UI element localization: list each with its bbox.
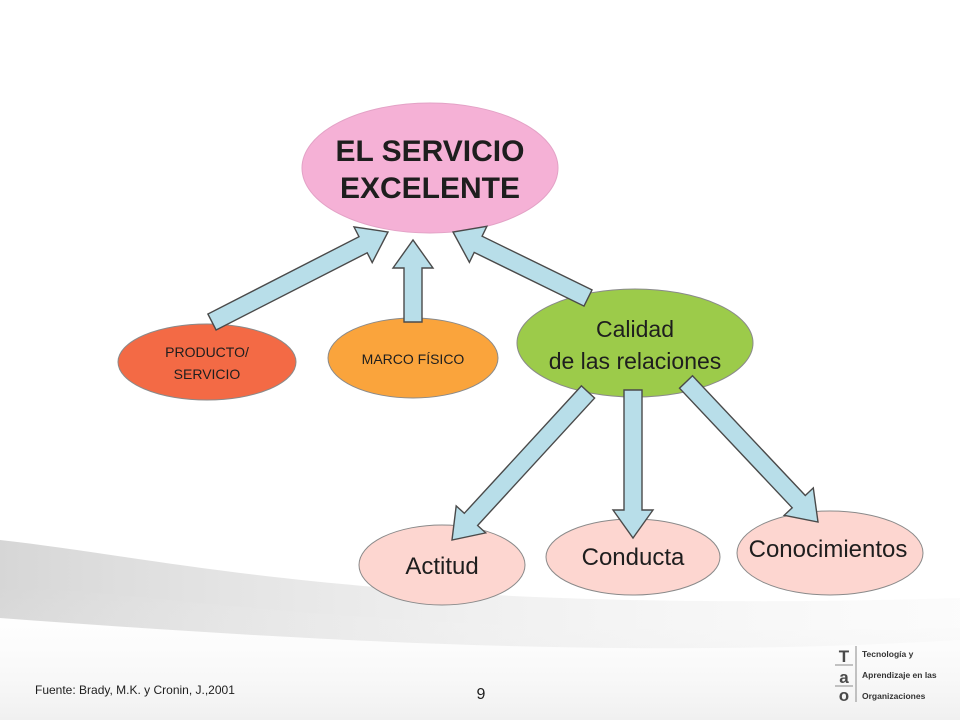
component-node-shape: [358, 524, 526, 606]
background-swoosh: [0, 540, 960, 720]
logo-letter-t: T: [839, 647, 850, 666]
center-node-line-2: EXCELENTE: [340, 172, 520, 205]
component-node-shape: [736, 510, 924, 596]
component-node-conducta: Conducta: [545, 518, 721, 596]
arrow-calidad-to-actitud: [451, 384, 596, 541]
source-citation: Fuente: Brady, M.K. y Cronin, J.,2001: [35, 683, 235, 697]
factor-node-line-1: PRODUCTO/: [165, 344, 249, 360]
factor-node-line-1: Calidad: [596, 316, 674, 342]
factor-node-shape: [117, 323, 297, 401]
logo-letter-a: a: [839, 668, 849, 687]
arrows: [206, 225, 819, 541]
arrow-marco-to-servicio: [391, 238, 435, 323]
logo-text-line-3: Organizaciones: [862, 691, 926, 701]
factor-node-line-2: de las relaciones: [549, 348, 722, 374]
component-node-conocimientos: Conocimientos: [736, 510, 924, 596]
arrow-producto-to-servicio: [206, 226, 390, 331]
factor-node-calidad-relaciones: Calidad de las relaciones: [516, 288, 754, 398]
center-node-servicio-excelente: EL SERVICIO EXCELENTE: [301, 102, 559, 234]
page-number: 9: [477, 686, 486, 703]
factor-node-line-2: SERVICIO: [174, 366, 241, 382]
component-node-label: Conocimientos: [749, 536, 908, 563]
component-node-label: Actitud: [405, 553, 478, 580]
component-node-actitud: Actitud: [358, 524, 526, 606]
factor-node-producto-servicio: PRODUCTO/ SERVICIO: [117, 323, 297, 401]
tao-logo: T a o Tecnología y Aprendizaje en las Or…: [835, 646, 937, 705]
factor-node-shape: [516, 288, 754, 398]
arrow-calidad-to-conducta: [611, 389, 655, 540]
center-node-shape: [301, 102, 559, 234]
factor-node-line-1: MARCO FÍSICO: [362, 351, 465, 367]
logo-text-line-1: Tecnología y: [862, 649, 914, 659]
center-node-line-1: EL SERVICIO: [336, 135, 525, 168]
logo-text-line-2: Aprendizaje en las: [862, 670, 937, 680]
arrow-calidad-to-conocimientos: [678, 374, 819, 523]
logo-letter-o: o: [839, 686, 849, 705]
component-node-label: Conducta: [582, 544, 685, 571]
factor-node-marco-fisico: MARCO FÍSICO: [327, 317, 499, 399]
arrow-calidad-to-servicio: [451, 225, 593, 308]
